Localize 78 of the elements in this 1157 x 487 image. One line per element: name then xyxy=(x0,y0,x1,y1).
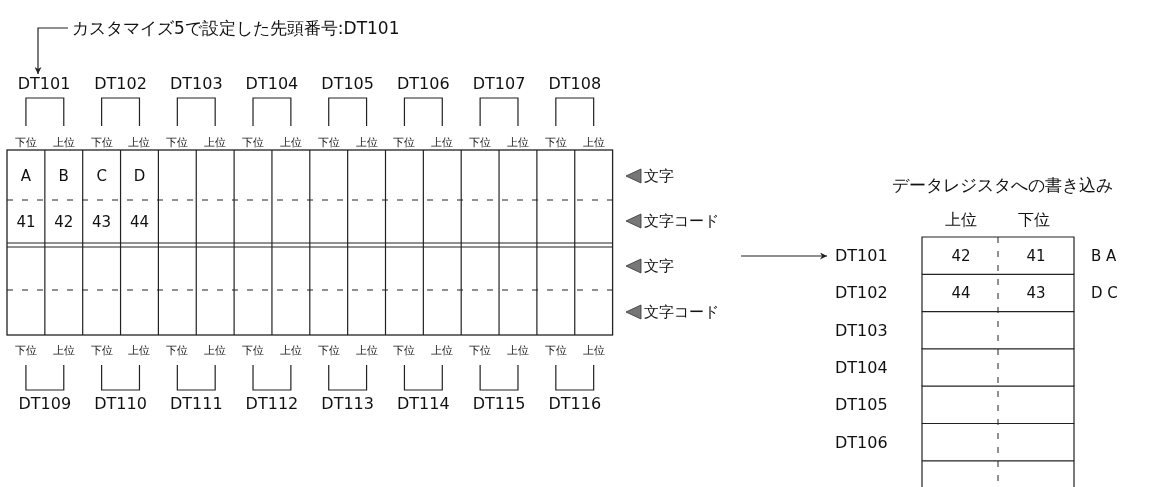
byte-label: 上位 xyxy=(204,136,227,148)
byte-label: 下位 xyxy=(544,344,567,356)
byte-label: 下位 xyxy=(14,136,37,148)
byte-label: 上位 xyxy=(128,136,151,148)
note-text: カスタマイズ5で設定した先頭番号:DT101 xyxy=(72,19,400,37)
byte-label: 上位 xyxy=(52,136,75,148)
byte-label: 上位 xyxy=(128,344,151,356)
arrow xyxy=(34,27,69,75)
character-code: 44 xyxy=(951,285,971,301)
byte-label: 下位 xyxy=(317,136,340,148)
byte-label: 上位 xyxy=(582,136,605,148)
byte-label: 上位 xyxy=(52,344,75,356)
character: B xyxy=(58,168,69,184)
register-label: DT105 xyxy=(321,76,374,92)
character: A xyxy=(20,168,32,184)
register-label: DT106 xyxy=(835,434,888,451)
byte-label: 上位 xyxy=(355,344,378,356)
register-label: DT115 xyxy=(472,396,526,412)
byte-label: 上位 xyxy=(506,344,529,356)
register-label: DT105 xyxy=(835,397,888,414)
column-header: 下位 xyxy=(1018,212,1050,228)
byte-label: 下位 xyxy=(90,136,113,148)
register-label: DT102 xyxy=(94,76,147,92)
table-title: データレジスタへの書き込み xyxy=(891,176,1113,194)
register-label: DT108 xyxy=(548,76,602,92)
arrow xyxy=(740,252,828,260)
byte-label: 上位 xyxy=(355,136,378,148)
register-label: DT116 xyxy=(548,396,602,412)
row-label: 文字コード xyxy=(644,304,719,320)
character-code: 42 xyxy=(951,248,971,264)
byte-label: 下位 xyxy=(469,344,492,356)
character: D xyxy=(133,168,146,184)
register-label: DT106 xyxy=(397,76,450,92)
byte-label: 下位 xyxy=(393,136,416,148)
byte-label: 上位 xyxy=(506,136,529,148)
character-code: 41 xyxy=(16,214,36,230)
byte-label: 上位 xyxy=(431,344,454,356)
register-label: DT113 xyxy=(321,396,374,412)
character-code: 44 xyxy=(129,214,149,230)
byte-label: 上位 xyxy=(582,344,605,356)
byte-label: 下位 xyxy=(544,136,567,148)
byte-label: 上位 xyxy=(204,344,227,356)
character-code: 42 xyxy=(54,214,74,230)
register-label: DT103 xyxy=(835,322,888,339)
byte-label: 下位 xyxy=(242,136,264,148)
byte-label: 上位 xyxy=(279,344,302,356)
character-code: 43 xyxy=(1026,285,1046,301)
register-label: DT102 xyxy=(835,285,888,301)
register-label: DT110 xyxy=(94,396,147,412)
register-label: DT111 xyxy=(169,396,223,412)
byte-label: 上位 xyxy=(431,136,454,148)
register-label: DT112 xyxy=(245,396,299,412)
register-label: DT114 xyxy=(397,396,450,412)
row-label: 文字 xyxy=(644,168,674,184)
character-pair: D C xyxy=(1091,285,1118,301)
character-code: 43 xyxy=(92,214,112,230)
register-label: DT104 xyxy=(835,359,888,376)
byte-label: 下位 xyxy=(393,344,416,356)
register-label: DT104 xyxy=(245,76,299,92)
register-label: DT101 xyxy=(17,76,71,92)
column-header: 上位 xyxy=(945,212,977,228)
register-label: DT109 xyxy=(18,396,72,412)
register-label: DT107 xyxy=(472,76,526,92)
row-label: 文字コード xyxy=(644,213,719,229)
byte-label: 上位 xyxy=(279,136,302,148)
character-code: 41 xyxy=(1026,248,1046,264)
byte-label: 下位 xyxy=(166,344,189,356)
byte-label: 下位 xyxy=(14,344,37,356)
byte-label: 下位 xyxy=(90,344,113,356)
byte-label: 下位 xyxy=(317,344,340,356)
register-label: DT103 xyxy=(169,76,223,92)
byte-label: 下位 xyxy=(166,136,189,148)
row-label: 文字 xyxy=(644,258,674,274)
byte-label: 下位 xyxy=(469,136,492,148)
character-pair: B A xyxy=(1091,248,1117,264)
byte-label: 下位 xyxy=(242,344,264,356)
register-label: DT101 xyxy=(835,248,888,264)
character: C xyxy=(96,168,107,184)
